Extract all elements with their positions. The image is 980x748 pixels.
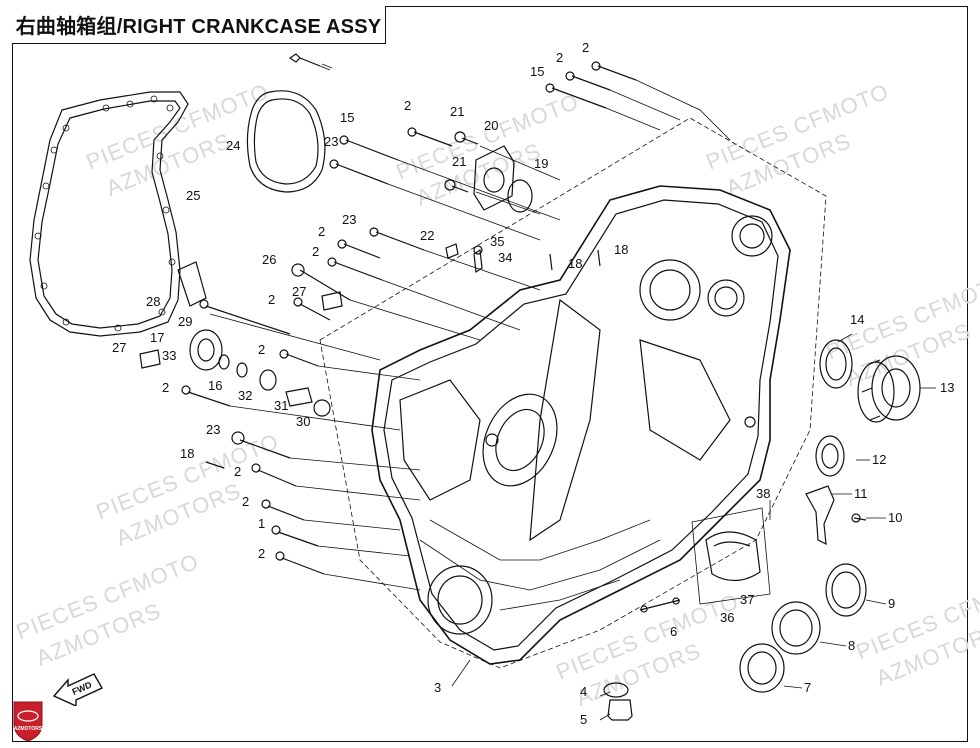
watermark-group: PIECES CFMOTO AZMOTORS PIECES CFMOTO AZM… [13, 79, 980, 711]
callout-18-c: 18 [180, 446, 194, 461]
callout-27-b: 27 [112, 340, 126, 355]
callout-16: 16 [208, 378, 222, 393]
callout-15-b: 15 [340, 110, 354, 125]
callout-4: 4 [580, 684, 587, 699]
callout-labels: 1 2 2 2 2 2 2 2 2 2 2 2 3 4 5 6 7 8 9 10… [112, 40, 954, 727]
seal-9 [825, 563, 867, 617]
callout-2-d: 2 [318, 224, 325, 239]
logo-text: AZMOTORS [14, 726, 43, 732]
callout-8: 8 [848, 638, 855, 653]
callout-21-b: 21 [452, 154, 466, 169]
callout-29: 29 [178, 314, 192, 329]
bolt-10 [851, 513, 867, 523]
oring-33 [259, 369, 277, 391]
fwd-arrow-icon: FWD [52, 673, 103, 706]
callout-13: 13 [940, 380, 954, 395]
pin-27a [321, 291, 343, 311]
callout-2-b: 2 [556, 50, 563, 65]
seal-7 [739, 643, 785, 693]
oring-19 [507, 179, 533, 213]
callout-9: 9 [888, 596, 895, 611]
callout-2-c: 2 [404, 98, 411, 113]
callout-2-k: 2 [258, 546, 265, 561]
callout-32: 32 [238, 388, 252, 403]
drain-plug-5 [607, 699, 633, 721]
callout-2-e: 2 [312, 244, 319, 259]
pin-27b [139, 349, 161, 369]
callout-24: 24 [226, 138, 240, 153]
callout-25: 25 [186, 188, 200, 203]
callout-11: 11 [854, 486, 868, 501]
callout-2-g: 2 [258, 342, 265, 357]
washer-16 [218, 354, 230, 370]
seal-14 [819, 339, 853, 389]
adjuster-29 [189, 329, 223, 371]
callout-28: 28 [146, 294, 160, 309]
ball-30 [313, 399, 331, 417]
bracket-11 [805, 485, 835, 546]
callout-23-b: 23 [342, 212, 356, 227]
crankcase-3 [371, 185, 791, 665]
bearing-12 [815, 435, 845, 477]
callout-30: 30 [296, 414, 310, 429]
assembly-outline [319, 117, 827, 669]
callout-12: 12 [872, 452, 886, 467]
leader-lines [209, 79, 731, 591]
bolt-28 [177, 261, 207, 307]
callout-2-i: 2 [234, 464, 241, 479]
callout-14: 14 [850, 312, 864, 327]
bolts [181, 61, 637, 575]
callout-3: 3 [434, 680, 441, 695]
callout-1: 1 [258, 516, 265, 531]
callout-34: 34 [498, 250, 512, 265]
callout-5: 5 [580, 712, 587, 727]
callout-35: 35 [490, 234, 504, 249]
box-38 [691, 507, 771, 605]
callout-18-a: 18 [614, 242, 628, 257]
pin-6 [639, 597, 681, 613]
callout-19: 19 [534, 156, 548, 171]
ring-32 [236, 362, 248, 378]
page-title: 右曲轴箱组/RIGHT CRANKCASE ASSY [15, 16, 382, 38]
callout-10: 10 [888, 510, 902, 525]
bolt-group-left [288, 53, 333, 71]
callout-17: 17 [150, 330, 164, 345]
bushing-37 [705, 531, 761, 582]
callout-27-a: 27 [292, 284, 306, 299]
bearing-8 [771, 601, 821, 655]
callout-23-a: 23 [324, 134, 338, 149]
title-box: 右曲轴箱组/RIGHT CRANKCASE ASSY [12, 6, 386, 44]
azmotors-logo: AZMOTORS [13, 701, 43, 742]
callout-33: 33 [162, 348, 176, 363]
callout-31: 31 [274, 398, 288, 413]
callout-2-j: 2 [242, 494, 249, 509]
cap-20 [473, 145, 515, 211]
callout-7: 7 [804, 680, 811, 695]
callout-21-a: 21 [450, 104, 464, 119]
callout-20: 20 [484, 118, 498, 133]
callout-2-h: 2 [162, 380, 169, 395]
callout-23-c: 23 [206, 422, 220, 437]
spring-22 [445, 243, 459, 259]
callout-26: 26 [262, 252, 276, 267]
gasket-24 [246, 90, 326, 193]
callout-36: 36 [720, 610, 734, 625]
bearing-13 [857, 355, 921, 423]
fitting-35 [473, 245, 483, 274]
right-leaders [451, 333, 936, 721]
spring-31 [285, 387, 313, 407]
gasket-25 [29, 91, 189, 337]
callout-15-a: 15 [530, 64, 544, 79]
washer-4 [603, 682, 629, 698]
callout-37: 37 [740, 592, 754, 607]
callout-38: 38 [756, 486, 770, 501]
callout-22: 22 [420, 228, 434, 243]
callout-2-f: 2 [268, 292, 275, 307]
callout-6: 6 [670, 624, 677, 639]
drawing-frame [12, 6, 968, 742]
callout-18-b: 18 [568, 256, 582, 271]
callout-2-a: 2 [582, 40, 589, 55]
